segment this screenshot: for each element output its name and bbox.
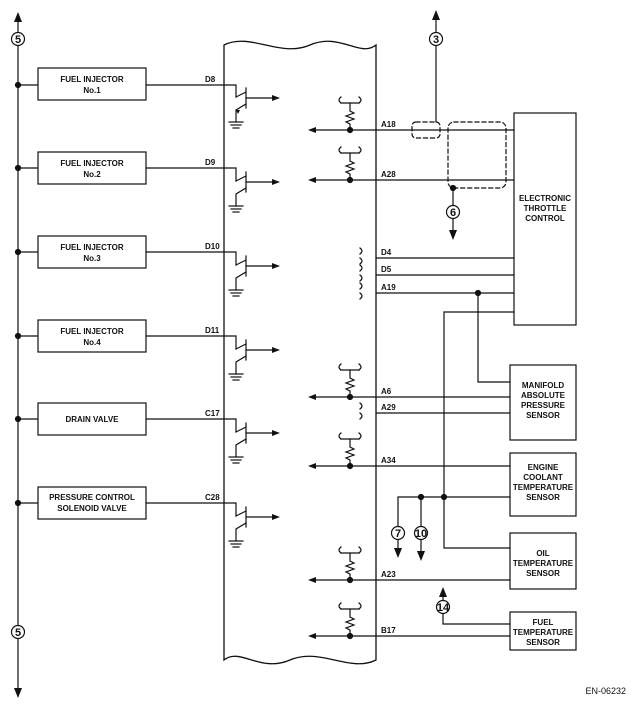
svg-text:FUEL: FUEL (533, 618, 554, 627)
svg-text:7: 7 (395, 528, 401, 540)
circuit-a28: A28 (308, 146, 515, 184)
connector-ref-10: 10 (413, 525, 429, 541)
connector-ref-5-bottom: 5 (10, 624, 26, 640)
oil-temp-sensor-box: OIL TEMPERATURE SENSOR (509, 532, 577, 590)
svg-text:A34: A34 (381, 456, 396, 465)
connector-ref-5-top: 5 (10, 31, 26, 47)
svg-text:DRAIN VALVE: DRAIN VALVE (65, 415, 119, 424)
drain-valve-box: DRAIN VALVE (17, 402, 147, 436)
svg-text:No.1: No.1 (83, 86, 101, 95)
svg-text:CONTROL: CONTROL (525, 214, 565, 223)
driver-circuit-c17: C17 (145, 409, 280, 464)
svg-text:SENSOR: SENSOR (526, 411, 560, 420)
svg-text:No.2: No.2 (83, 170, 101, 179)
driver-circuit-d9: D9 (145, 158, 280, 213)
connector-ref-14: 14 (435, 587, 511, 625)
circuit-a6: A6 (308, 363, 511, 401)
svg-text:COOLANT: COOLANT (523, 473, 563, 482)
fuel-injector-1-box: FUEL INJECTOR No.1 (17, 67, 147, 101)
svg-text:No.3: No.3 (83, 254, 101, 263)
svg-text:14: 14 (437, 602, 450, 614)
pressure-control-solenoid-box: PRESSURE CONTROL SOLENOID VALVE (17, 486, 147, 520)
svg-text:D8: D8 (205, 75, 216, 84)
fuel-injector-4-box: FUEL INJECTOR No.4 (17, 319, 147, 353)
fuel-temp-sensor-box: FUEL TEMPERATURE SENSOR (509, 611, 577, 651)
svg-text:5: 5 (15, 34, 21, 46)
svg-text:D4: D4 (381, 248, 392, 257)
circuit-a34: A34 (308, 432, 511, 470)
circuit-d4: D4 (359, 247, 515, 265)
engine-coolant-temp-sensor-box: ENGINE COOLANT TEMPERATURE SENSOR (509, 452, 577, 517)
circuit-a19: A19 (359, 282, 515, 383)
svg-text:ELECTRONIC: ELECTRONIC (519, 194, 571, 203)
electronic-throttle-control-box: ELECTRONIC THROTTLE CONTROL (513, 112, 577, 326)
svg-text:C28: C28 (205, 493, 220, 502)
svg-text:5: 5 (15, 627, 21, 639)
circuit-b17: B17 (308, 602, 511, 640)
svg-text:10: 10 (415, 528, 427, 540)
svg-text:SENSOR: SENSOR (526, 569, 560, 578)
driver-circuit-d10: D10 (145, 242, 280, 297)
svg-text:SOLENOID VALVE: SOLENOID VALVE (57, 504, 127, 513)
svg-text:PRESSURE: PRESSURE (521, 401, 566, 410)
svg-text:TEMPERATURE: TEMPERATURE (513, 559, 574, 568)
connector-ref-6: 6 (445, 184, 461, 240)
svg-text:D5: D5 (381, 265, 392, 274)
svg-text:OIL: OIL (536, 549, 549, 558)
driver-circuit-d11: D11 (145, 326, 280, 381)
fuel-injector-3-box: FUEL INJECTOR No.3 (17, 235, 147, 269)
connector-ref-7: 7 (390, 525, 406, 541)
svg-text:FUEL INJECTOR: FUEL INJECTOR (60, 159, 123, 168)
document-code: EN-06232 (585, 686, 626, 696)
svg-text:D11: D11 (205, 326, 220, 335)
svg-text:A18: A18 (381, 120, 396, 129)
svg-text:D10: D10 (205, 242, 220, 251)
circuit-a29: A29 (359, 402, 511, 420)
svg-text:FUEL INJECTOR: FUEL INJECTOR (60, 243, 123, 252)
svg-text:THROTTLE: THROTTLE (524, 204, 567, 213)
circuit-a18: A18 (308, 96, 515, 134)
circuit-d5: D5 (359, 264, 515, 282)
fuel-injector-2-box: FUEL INJECTOR No.2 (17, 151, 147, 185)
svg-text:6: 6 (450, 207, 456, 219)
ecm-outline (223, 40, 377, 665)
svg-text:3: 3 (433, 34, 439, 46)
shield-markers (411, 121, 507, 189)
power-bus-left (14, 12, 22, 698)
map-sensor-box: MANIFOLD ABSOLUTE PRESSURE SENSOR (509, 364, 577, 441)
svg-text:ABSOLUTE: ABSOLUTE (521, 391, 566, 400)
svg-text:MANIFOLD: MANIFOLD (522, 381, 564, 390)
svg-text:SENSOR: SENSOR (526, 493, 560, 502)
svg-text:A6: A6 (381, 387, 392, 396)
sensor-ground-line (394, 311, 515, 561)
svg-text:A28: A28 (381, 170, 396, 179)
driver-circuit-d8: D8 (145, 75, 280, 129)
svg-text:A23: A23 (381, 570, 396, 579)
svg-text:A19: A19 (381, 283, 396, 292)
svg-text:B17: B17 (381, 626, 396, 635)
svg-text:PRESSURE CONTROL: PRESSURE CONTROL (49, 493, 135, 502)
connector-ref-3: 3 (428, 10, 444, 123)
circuit-a23: A23 (308, 546, 511, 584)
svg-text:FUEL INJECTOR: FUEL INJECTOR (60, 327, 123, 336)
svg-text:ENGINE: ENGINE (528, 463, 559, 472)
svg-text:FUEL INJECTOR: FUEL INJECTOR (60, 75, 123, 84)
svg-text:TEMPERATURE: TEMPERATURE (513, 483, 574, 492)
svg-text:A29: A29 (381, 403, 396, 412)
svg-text:C17: C17 (205, 409, 220, 418)
svg-text:No.4: No.4 (83, 338, 101, 347)
driver-circuit-c28: C28 (145, 493, 280, 548)
svg-text:TEMPERATURE: TEMPERATURE (513, 628, 574, 637)
svg-text:D9: D9 (205, 158, 216, 167)
svg-text:SENSOR: SENSOR (526, 638, 560, 647)
